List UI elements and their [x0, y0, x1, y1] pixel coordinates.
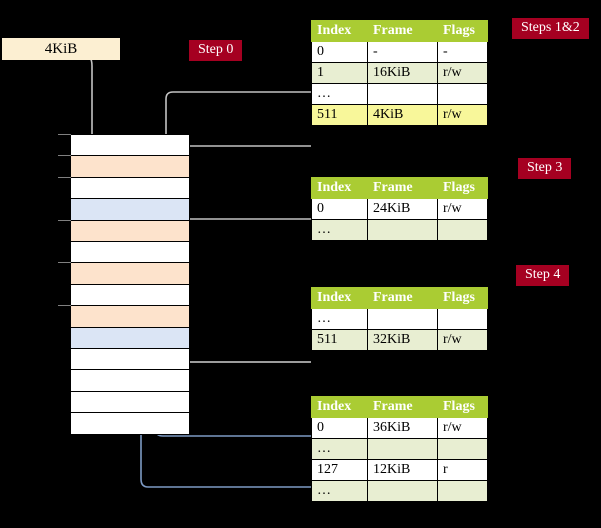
column-header-frame: Frame [367, 396, 438, 418]
physical-memory-column [70, 134, 190, 436]
cell-index: … [311, 219, 368, 241]
cell-frame [367, 219, 438, 241]
cell-frame: 36KiB [367, 417, 438, 439]
cell-frame: 4KiB [367, 104, 438, 126]
cell-frame: 32KiB [367, 329, 438, 351]
memory-frame-row [71, 348, 189, 371]
cell-index: 127 [311, 459, 368, 481]
memory-row-tick [58, 134, 71, 135]
column-header-index: Index [311, 287, 368, 309]
cell-index: 1 [311, 62, 368, 84]
memory-row-tick [58, 155, 71, 157]
column-header-index: Index [311, 20, 368, 42]
size-label-4kib: 4KiB [2, 38, 120, 60]
cell-flags: r/w [437, 417, 488, 439]
cell-flags: - [437, 41, 488, 63]
cell-frame [367, 308, 438, 330]
cell-flags [437, 308, 488, 330]
cell-frame: 12KiB [367, 459, 438, 481]
memory-frame-row [71, 135, 189, 157]
cell-index: … [311, 438, 368, 460]
table-row: … [311, 83, 488, 105]
wire-step3 [178, 218, 311, 294]
step-badge-steps-1-2: Steps 1&2 [512, 18, 589, 39]
cell-flags: r/w [437, 104, 488, 126]
memory-frame-row [71, 199, 189, 221]
memory-row-tick [58, 262, 71, 264]
memory-frame-row [71, 327, 189, 349]
column-header-index: Index [311, 396, 368, 418]
cell-flags: r/w [437, 62, 488, 84]
memory-frame-row [71, 220, 189, 242]
cell-flags: r/w [437, 329, 488, 351]
memory-frame-row [71, 177, 189, 200]
cell-index: … [311, 480, 368, 502]
memory-row-tick [58, 219, 71, 221]
memory-row-tick [58, 305, 71, 307]
memory-frame-row [71, 263, 189, 285]
column-header-flags: Flags [437, 396, 488, 418]
cell-frame: 24KiB [367, 198, 438, 220]
memory-frame-row [71, 413, 189, 435]
cell-flags [437, 480, 488, 502]
column-header-flags: Flags [437, 177, 488, 199]
memory-frame-row [71, 241, 189, 264]
table-row: … [311, 480, 488, 502]
cell-flags [437, 438, 488, 460]
memory-frame-row [71, 370, 189, 392]
cell-index: 0 [311, 198, 368, 220]
cell-frame: 16KiB [367, 62, 438, 84]
cell-index: 511 [311, 104, 368, 126]
cell-index: … [311, 83, 368, 105]
wire-step4 [172, 286, 311, 363]
memory-frame-row [71, 306, 189, 328]
cell-flags [437, 219, 488, 241]
cell-index: 0 [311, 417, 368, 439]
cell-flags [437, 83, 488, 105]
table-row: … [311, 438, 488, 460]
memory-frame-row [71, 391, 189, 414]
cell-index: 0 [311, 41, 368, 63]
cell-flags: r [437, 459, 488, 481]
table-row: 0-- [311, 41, 488, 63]
cell-frame: - [367, 41, 438, 63]
cell-index: … [311, 308, 368, 330]
table-row: … [311, 308, 488, 330]
table-row: … [311, 219, 488, 241]
cell-flags: r/w [437, 198, 488, 220]
column-header-frame: Frame [367, 177, 438, 199]
column-header-frame: Frame [367, 20, 438, 42]
memory-frame-row [71, 284, 189, 307]
step-badge-step-3: Step 3 [518, 158, 572, 179]
column-header-flags: Flags [437, 287, 488, 309]
cell-frame [367, 83, 438, 105]
column-header-flags: Flags [437, 20, 488, 42]
memory-row-tick [58, 176, 71, 178]
cell-frame [367, 438, 438, 460]
column-header-frame: Frame [367, 287, 438, 309]
cell-index: 511 [311, 329, 368, 351]
step-badge-step-4: Step 4 [516, 265, 570, 286]
step-badge-step-0: Step 0 [189, 40, 243, 61]
cell-frame [367, 480, 438, 502]
memory-frame-row [71, 156, 189, 178]
column-header-index: Index [311, 177, 368, 199]
